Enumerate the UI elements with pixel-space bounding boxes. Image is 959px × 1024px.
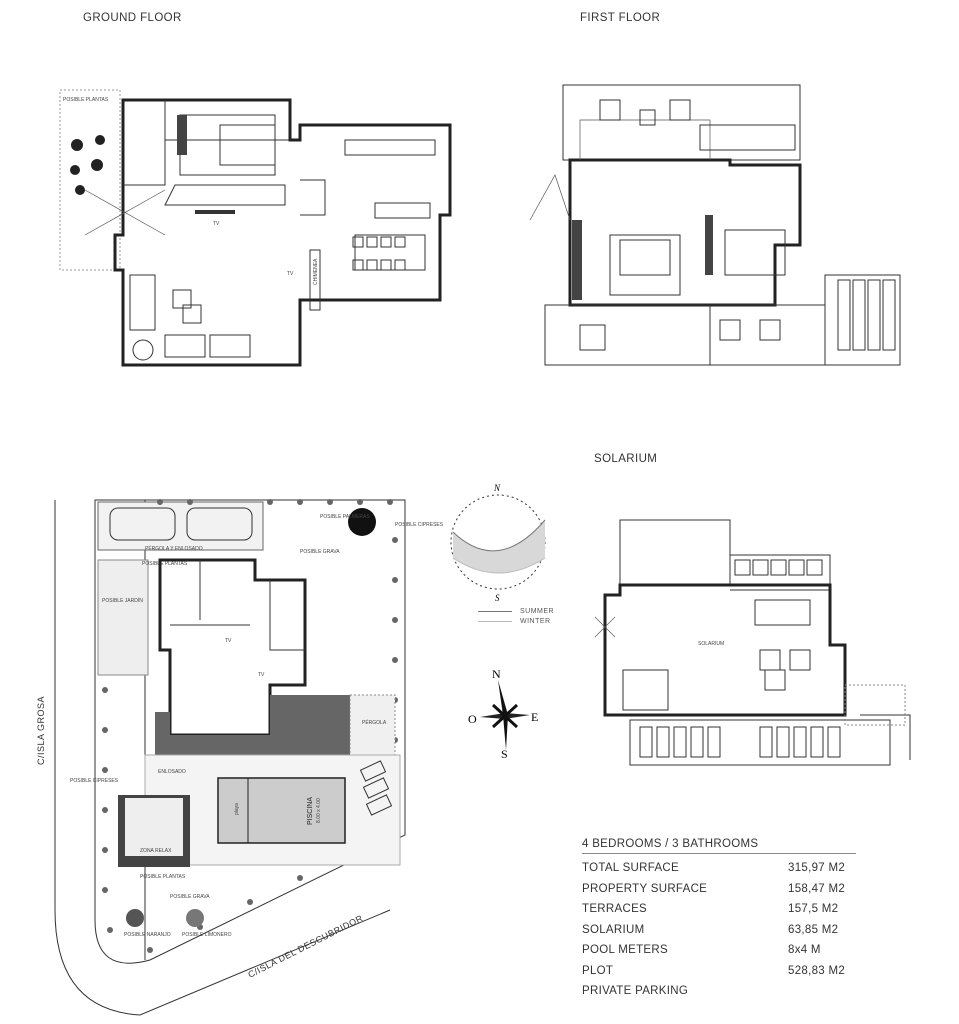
spec-row: PLOT 528,83 M2: [582, 965, 856, 986]
ground-floor-plan: POSIBLE PLANTAS TV TV CHIMENEA: [59, 89, 452, 367]
spec-label: TOTAL SURFACE: [582, 862, 679, 874]
north-label: N: [493, 483, 501, 493]
legend-summer: SUMMER: [478, 608, 554, 615]
plants-label: POSIBLE PLANTAS: [142, 561, 188, 567]
plants-label: POSIBLE PLANTAS: [63, 97, 109, 103]
spec-row: PROPERTY SURFACE 158,47 M2: [582, 883, 856, 904]
car-icon: [109, 507, 253, 541]
spec-value: 158,47 M2: [788, 882, 846, 895]
pool: [217, 777, 346, 844]
spec-row: TERRACES 157,5 M2: [582, 903, 856, 924]
street-south-label: C/ISLA DEL DESCUBRIDOR: [246, 913, 364, 980]
legend-winter: WINTER: [478, 618, 551, 625]
spec-row: TOTAL SURFACE 315,97 M2: [582, 862, 856, 883]
spec-value: 315,97 M2: [788, 862, 846, 874]
south-label: S: [495, 593, 500, 603]
chimney-label: CHIMENEA: [313, 258, 319, 285]
compass-w: O: [468, 712, 477, 726]
cypress-label: POSIBLE CIPRESES: [70, 778, 119, 784]
first-floor-title: FIRST FLOOR: [580, 12, 661, 24]
spec-label: PRIVATE PARKING: [582, 985, 689, 997]
parking-label: PÉRGOLA Y ENLOSADO: [145, 545, 203, 552]
spec-label: POOL METERS: [582, 944, 668, 956]
lemon-label: POSIBLE LIMONERO: [182, 932, 232, 938]
compass-rose-icon: N S E O: [468, 667, 538, 761]
solarium-label: SOLARIUM: [698, 641, 724, 647]
palm-tree-icon: [348, 508, 376, 536]
compass-n: N: [492, 667, 501, 681]
tv-label: TV: [213, 221, 220, 227]
tv-label: TV: [258, 672, 265, 678]
pergola-label: PÉRGOLA: [362, 719, 387, 726]
pool-size-label: 8.00 x 4.00: [316, 798, 322, 823]
spec-label: PROPERTY SURFACE: [582, 882, 708, 895]
beach-label: playa: [234, 803, 240, 815]
spec-row: PRIVATE PARKING: [582, 985, 856, 1006]
pool-label: PISCINA: [307, 797, 314, 825]
property-specs: 4 BEDROOMS / 3 BATHROOMS TOTAL SURFACE 31…: [582, 838, 856, 1006]
sun-path-diagram: N S: [450, 483, 546, 603]
tv-label: TV: [287, 271, 294, 277]
spec-label: TERRACES: [582, 903, 648, 915]
ground-floor-title: GROUND FLOOR: [83, 12, 182, 24]
plants-cluster: [70, 135, 105, 195]
first-floor-plan: [529, 84, 901, 366]
compass-s: S: [501, 747, 508, 761]
lemon-tree-icon: [186, 909, 204, 927]
orange-label: POSIBLE NARANJO: [124, 932, 171, 938]
solarium-plan: SOLARIUM: [594, 519, 911, 766]
tv-label: TV: [225, 638, 232, 644]
chill-label: ZONA RELAX: [140, 848, 172, 854]
spec-label: PLOT: [582, 964, 614, 977]
specs-heading: 4 BEDROOMS / 3 BATHROOMS: [582, 838, 856, 854]
garden-label: POSIBLE JARDÍN: [102, 597, 143, 604]
street-west-label: C/ISLA GROSA: [36, 696, 46, 765]
gravel-label: POSIBLE GRAVA: [170, 894, 210, 900]
cypress-label: POSIBLE CIPRESES: [395, 522, 444, 528]
spec-value: 157,5 M2: [788, 903, 839, 915]
gravel-label: POSIBLE GRAVA: [300, 549, 340, 555]
plants-label: POSIBLE PLANTAS: [140, 874, 186, 880]
spec-value: 63,85 M2: [788, 923, 839, 936]
spec-row: SOLARIUM 63,85 M2: [582, 924, 856, 945]
spec-value: 8x4 M: [788, 944, 821, 956]
orange-tree-icon: [126, 909, 144, 927]
compass-e: E: [531, 710, 538, 724]
spec-value: 528,83 M2: [788, 964, 846, 977]
spec-row: POOL METERS 8x4 M: [582, 944, 856, 965]
paving-label: ENLOSADO: [158, 769, 186, 775]
palms-label: POSIBLE PALMERAS: [320, 514, 370, 520]
site-plan: PÉRGOLA Y ENLOSADO POSIBLE PALMERAS POSI…: [36, 499, 444, 1016]
spec-label: SOLARIUM: [582, 923, 645, 936]
solarium-title: SOLARIUM: [594, 453, 658, 465]
